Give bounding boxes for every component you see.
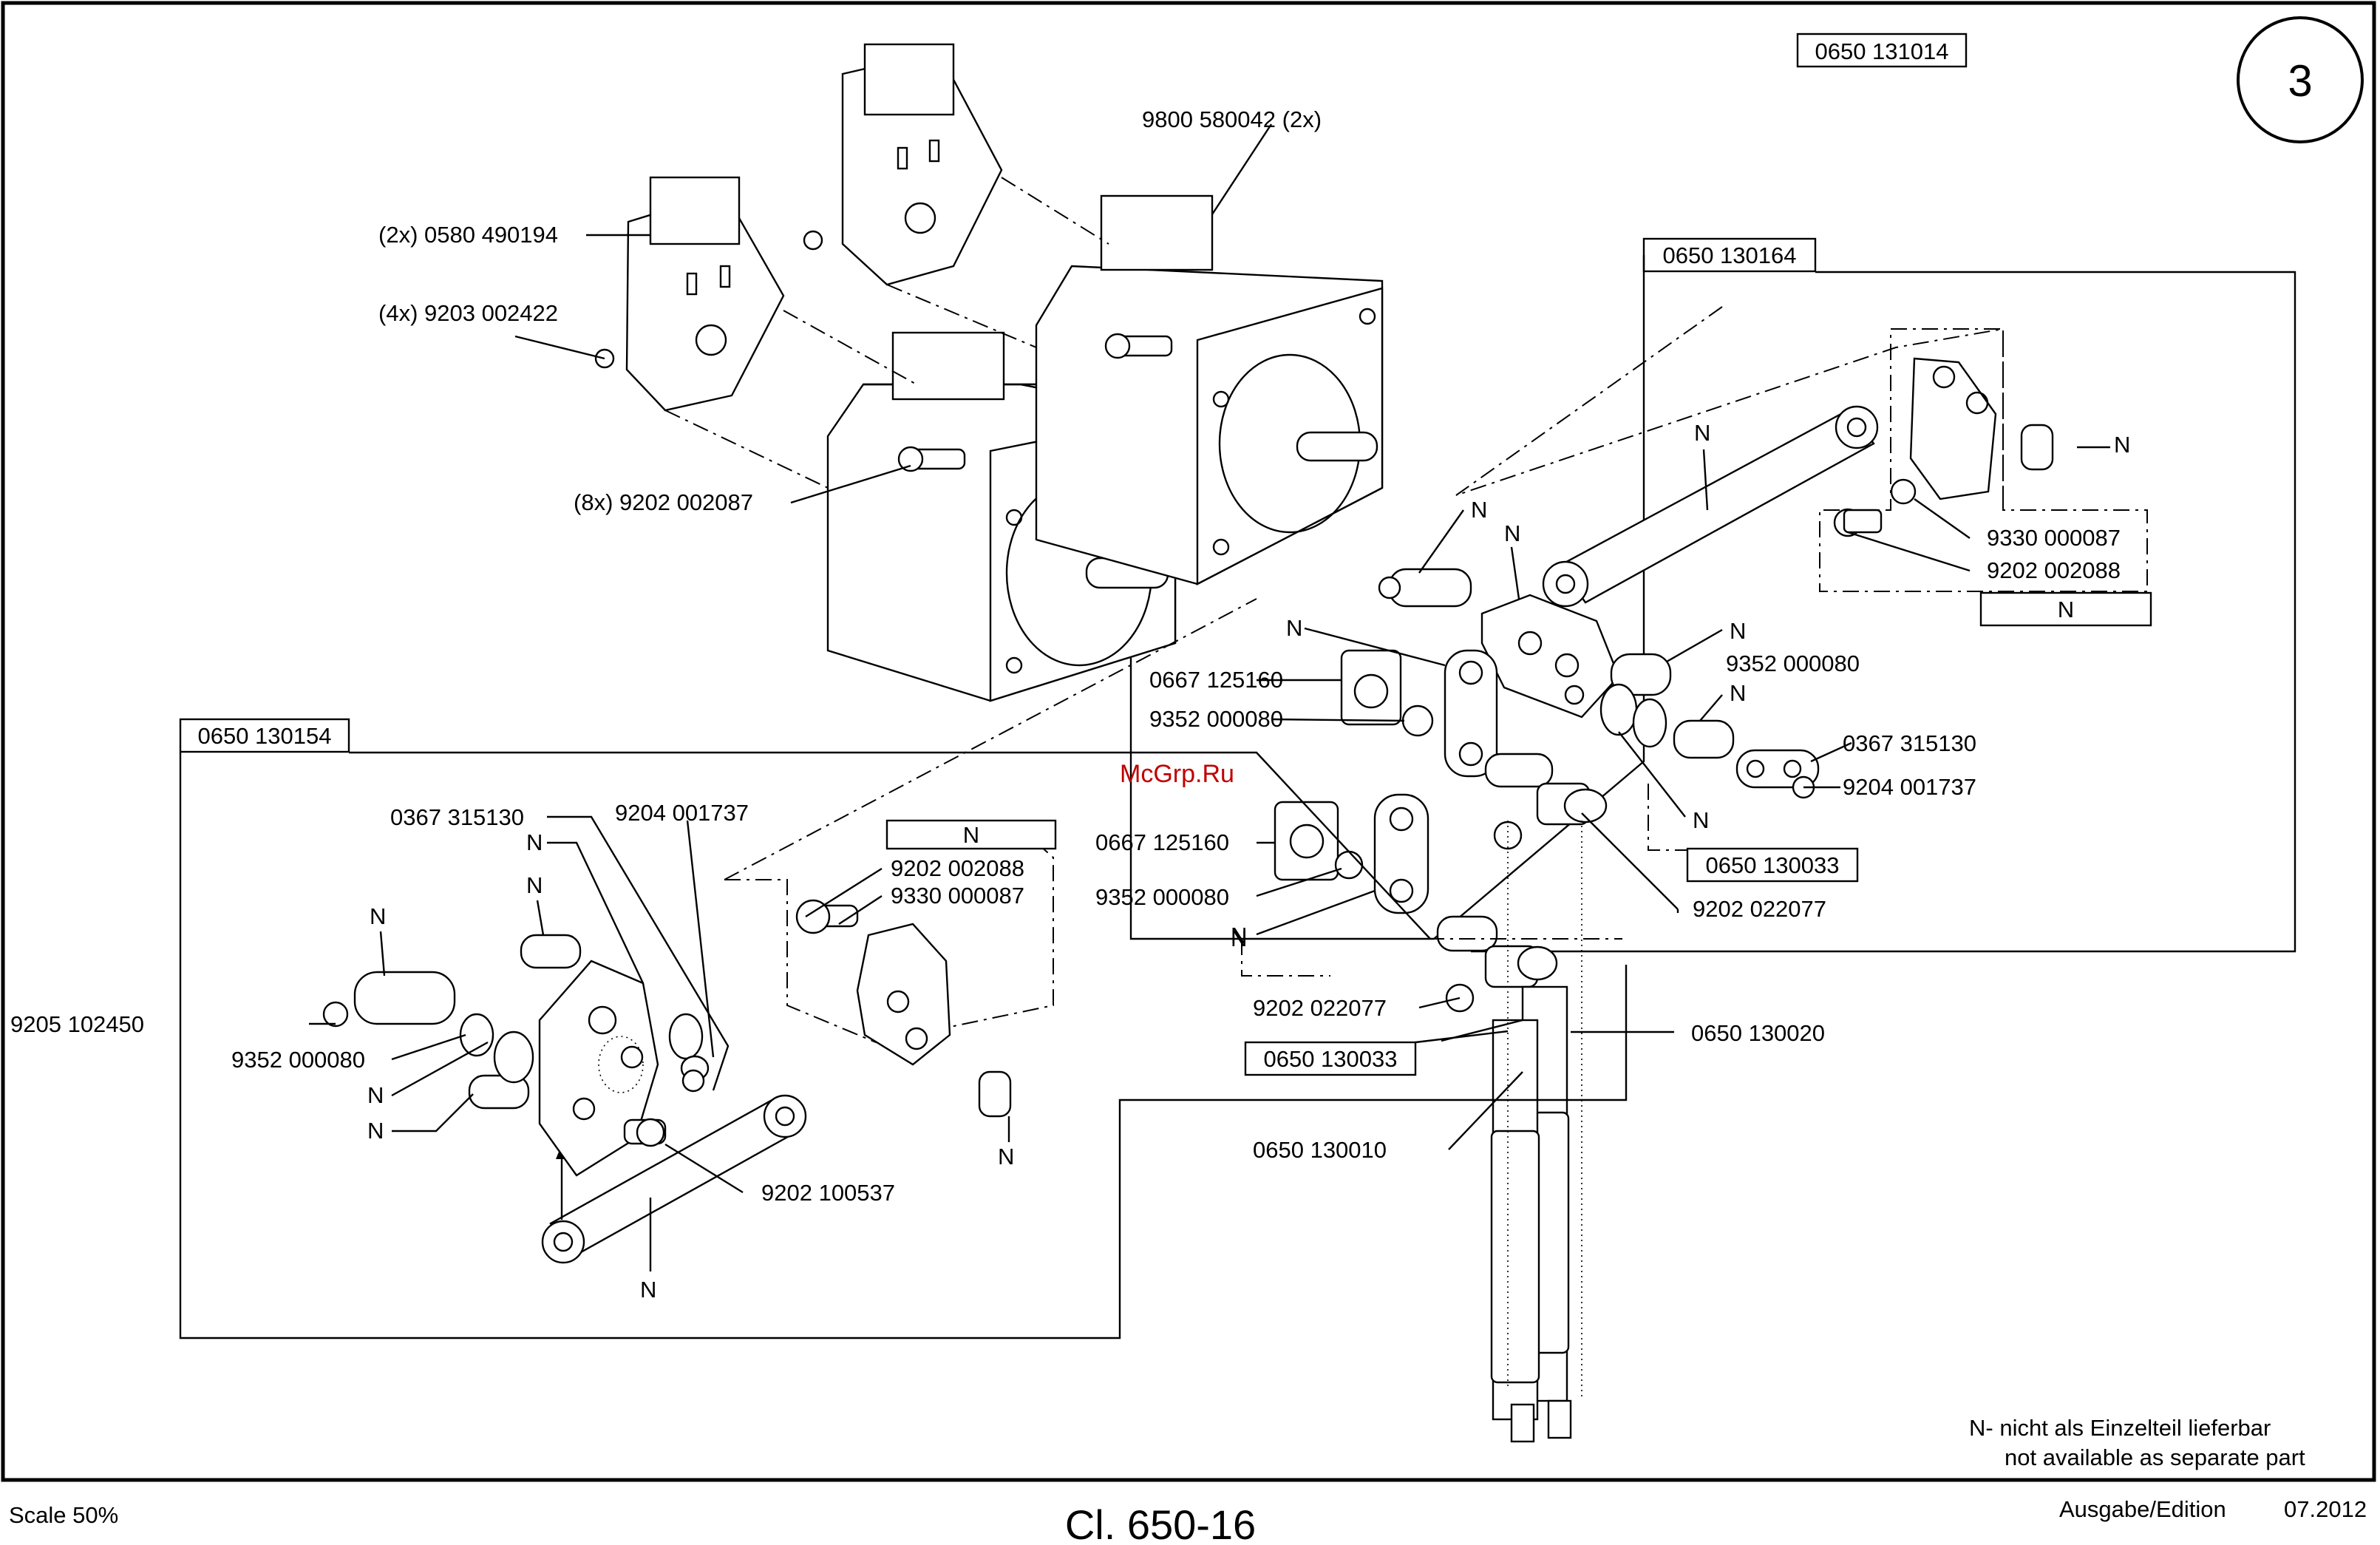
upper-n-markers: N N N N N N N N N bbox=[1231, 420, 2130, 948]
motor-assembly-rear bbox=[803, 43, 1384, 585]
lower-leaders bbox=[309, 815, 883, 1194]
assembly-ref: 0650 131014 bbox=[1815, 38, 1948, 64]
drawing-frame bbox=[1, 1, 2376, 1482]
label-clamp-screw-b: 9202 022077 bbox=[1253, 995, 1387, 1021]
label-bracket-b: 0667 125160 bbox=[1095, 829, 1229, 855]
connecting-rod-lower bbox=[541, 1094, 807, 1264]
n-marker: N bbox=[640, 1277, 656, 1303]
n-marker: N bbox=[1693, 807, 1709, 833]
label-clamp-screw-a: 9202 022077 bbox=[1693, 896, 1826, 922]
n-marker: N bbox=[370, 903, 386, 929]
mounting-block-lower bbox=[795, 899, 1012, 1118]
label-ring-a: 9352 000080 bbox=[1726, 651, 1860, 676]
label-block-washer: 9202 002088 bbox=[1987, 557, 2121, 583]
sheet-number-badge: 3 bbox=[2237, 16, 2364, 143]
label-cover-screw: (4x) 9203 002422 bbox=[378, 300, 558, 326]
label-lever-plate: 0367 315130 bbox=[1843, 730, 1976, 756]
label-set-screw: 9205 102450 bbox=[10, 1011, 144, 1037]
label-cover: (2x) 0580 490194 bbox=[378, 222, 558, 248]
n-marker: N bbox=[526, 872, 543, 898]
footer-edition-date: 07.2012 bbox=[2284, 1496, 2367, 1522]
n-marker: N bbox=[367, 1082, 384, 1108]
legend-line-1: N- nicht als Einzelteil lieferbar bbox=[1969, 1415, 2271, 1441]
n-marker: N bbox=[1471, 497, 1487, 523]
label-lower-lever-plate: 0367 315130 bbox=[390, 804, 524, 830]
pivot-plate-lower bbox=[322, 934, 710, 1177]
label-ring-c: 9352 000080 bbox=[1095, 884, 1229, 910]
label-plate-screw: 9204 001737 bbox=[1843, 774, 1976, 800]
label-motor: 9800 580042 (2x) bbox=[1142, 106, 1322, 132]
connecting-rod-upper bbox=[1542, 405, 1879, 608]
clamp-group-ref-a: 0650 130033 bbox=[1705, 852, 1839, 878]
rods bbox=[1490, 985, 1572, 1443]
lower-group-ref: 0650 130154 bbox=[197, 723, 331, 749]
label-rod-b: 0650 130010 bbox=[1253, 1137, 1387, 1163]
label-lower-block-screw: 9330 000087 bbox=[891, 883, 1024, 909]
label-lower-block-washer: 9202 002088 bbox=[891, 855, 1024, 881]
footer-edition-label: Ausgabe/Edition bbox=[2059, 1496, 2226, 1522]
n-marker: N bbox=[1730, 680, 1746, 706]
label-bracket-a: 0667 125160 bbox=[1149, 667, 1283, 693]
lower-group-frame: 0650 130154 bbox=[179, 718, 1628, 1339]
watermark: McGrp.Ru bbox=[1120, 760, 1234, 788]
n-marker: N bbox=[998, 1144, 1014, 1169]
label-ring-b: 9352 000080 bbox=[1149, 706, 1283, 732]
label-lower-ring: 9352 000080 bbox=[231, 1047, 365, 1073]
label-rod-a: 0650 130020 bbox=[1691, 1020, 1825, 1046]
n-marker: N bbox=[1730, 618, 1746, 644]
footer-title: Cl. 650-16 bbox=[1065, 1501, 1256, 1545]
n-marker: N bbox=[1231, 926, 1247, 951]
label-motor-screw: (8x) 9202 002087 bbox=[574, 489, 753, 515]
clamp-group-ref-b: 0650 130033 bbox=[1263, 1046, 1397, 1072]
n-marker: N bbox=[367, 1118, 384, 1144]
n-marker: N bbox=[1504, 520, 1520, 546]
upper-group-ref: 0650 130164 bbox=[1662, 242, 1796, 268]
n-marker: N bbox=[1286, 615, 1302, 641]
n-marker: N bbox=[2114, 432, 2130, 458]
upper-n-box: N bbox=[2058, 597, 2074, 622]
n-marker: N bbox=[1231, 923, 1247, 948]
pivot-block-mid bbox=[1340, 568, 1820, 850]
label-pin-screw: 9202 100537 bbox=[761, 1180, 895, 1206]
mounting-block-upper bbox=[1833, 357, 2054, 537]
lower-n-box: N bbox=[963, 822, 979, 848]
lower-n-markers: N N N N N N N N bbox=[367, 829, 1247, 1303]
sheet-number: 3 bbox=[2288, 56, 2312, 106]
legend-line-2: not available as separate part bbox=[2005, 1444, 2305, 1470]
label-lower-plate-screw: 9204 001737 bbox=[615, 800, 749, 826]
assembly-ref-box: 0650 131014 bbox=[1796, 33, 1968, 68]
n-marker: N bbox=[1694, 420, 1710, 446]
n-marker: N bbox=[526, 829, 543, 855]
footer-scale: Scale 50% bbox=[9, 1502, 118, 1528]
bracket-set-lower-mid bbox=[1274, 793, 1558, 1013]
upper-leaders bbox=[1256, 498, 1971, 1150]
label-block-screw: 9330 000087 bbox=[1987, 525, 2121, 551]
